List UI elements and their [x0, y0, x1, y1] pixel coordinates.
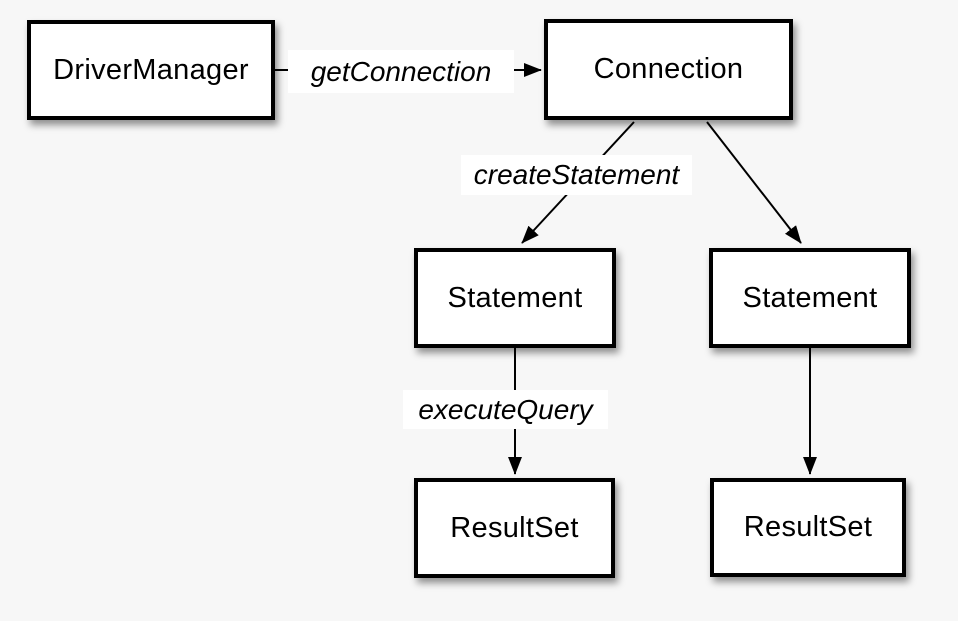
execute-query-edge-label: executeQuery	[403, 390, 608, 429]
driver-manager-node: DriverManager	[27, 20, 275, 120]
arrow-connection-to-statement-right	[706, 121, 802, 244]
statement-left-node: Statement	[414, 248, 616, 348]
create-statement-edge-label: createStatement	[461, 155, 692, 195]
resultset-left-node: ResultSet	[414, 478, 615, 578]
statement-right-node: Statement	[709, 248, 911, 348]
resultset-right-label: ResultSet	[743, 511, 873, 543]
driver-manager-label: DriverManager	[53, 53, 249, 86]
resultset-right-node: ResultSet	[710, 478, 906, 577]
resultset-left-label: ResultSet	[450, 511, 579, 544]
connection-label: Connection	[593, 53, 744, 85]
connection-node: Connection	[544, 19, 793, 120]
statement-left-label: Statement	[447, 281, 583, 314]
get-connection-edge-label: getConnection	[288, 50, 514, 93]
statement-right-label: Statement	[742, 281, 878, 314]
